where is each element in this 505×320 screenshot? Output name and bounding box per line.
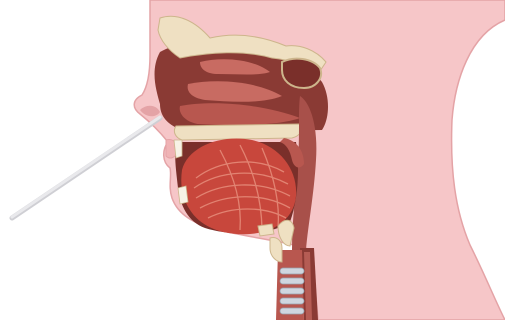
hyoid-bone	[258, 224, 274, 236]
lower-teeth	[178, 186, 188, 204]
sphenoid-sinus	[282, 59, 321, 88]
hard-palate	[174, 124, 301, 140]
